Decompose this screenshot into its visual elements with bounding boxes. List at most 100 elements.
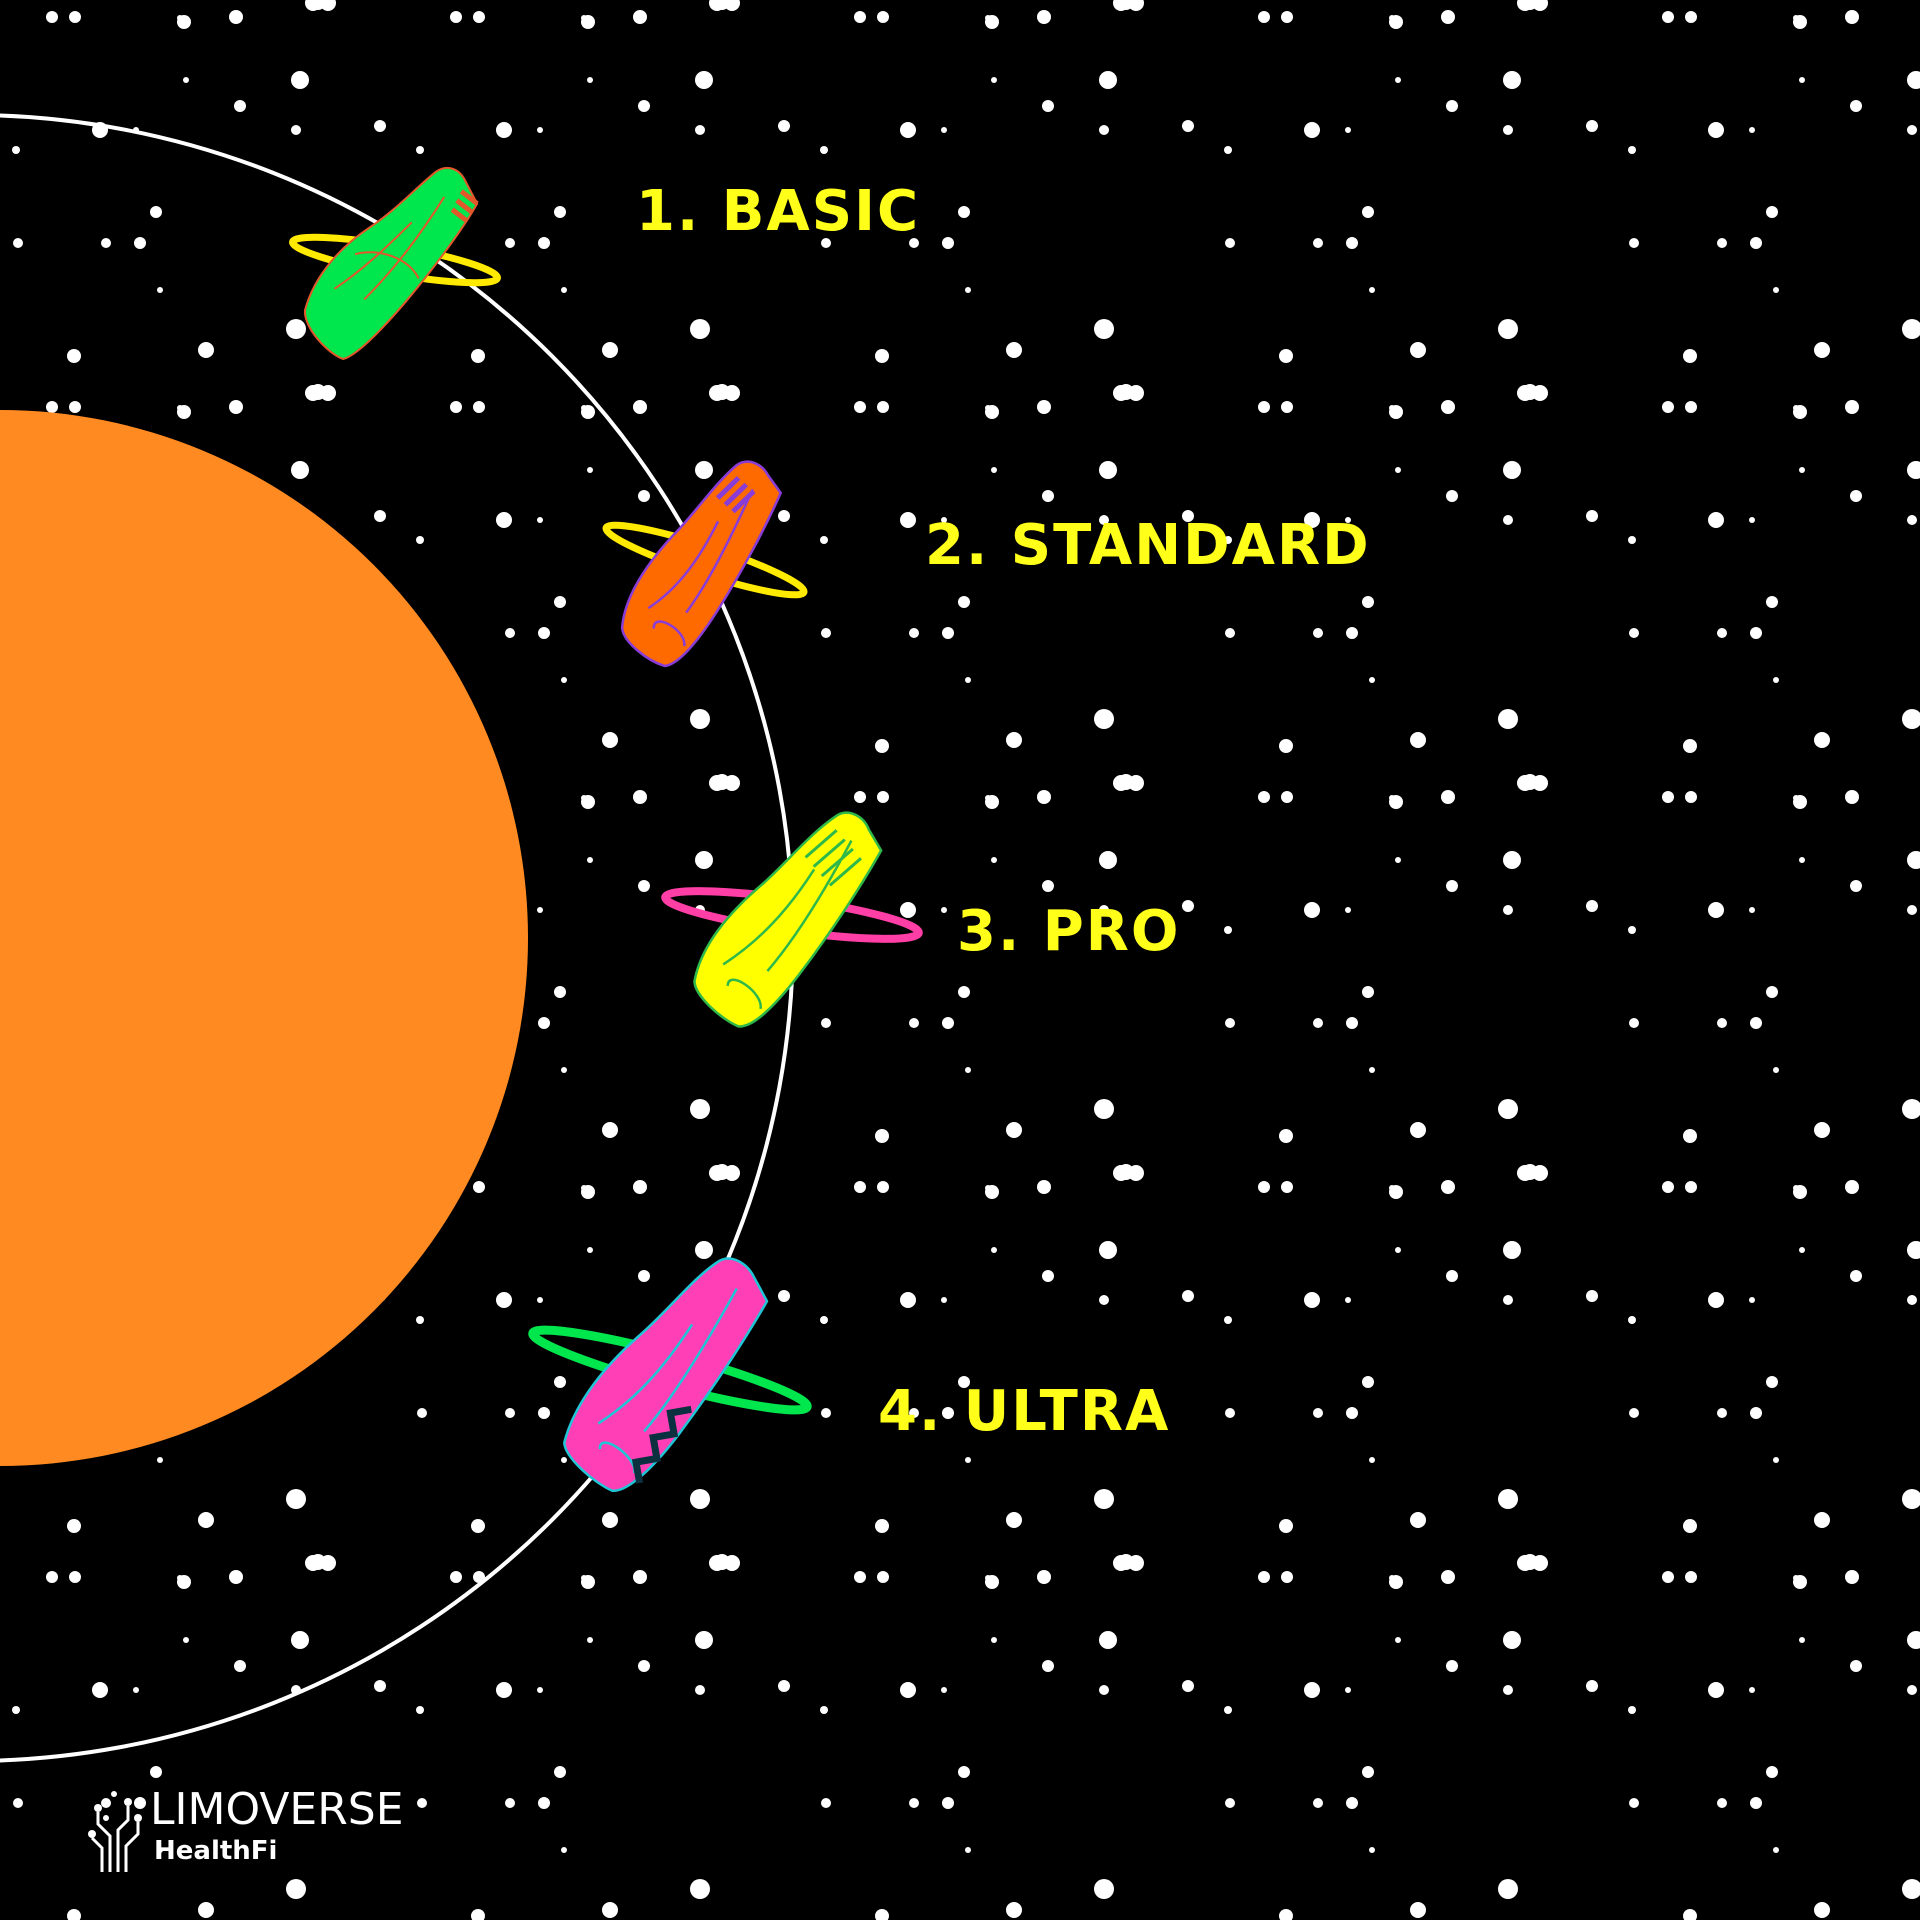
star: [177, 1575, 183, 1581]
star: [714, 774, 730, 790]
star: [198, 1902, 214, 1918]
star: [1773, 1067, 1779, 1073]
star: [1907, 125, 1917, 135]
star: [554, 596, 566, 608]
star: [778, 120, 790, 132]
ultra-shoe-icon: [528, 1257, 812, 1492]
star: [1369, 1847, 1375, 1853]
star: [291, 125, 301, 135]
star: [1629, 628, 1639, 638]
star: [877, 1571, 889, 1583]
star: [374, 120, 386, 132]
star: [1750, 1797, 1762, 1809]
star: [581, 1575, 587, 1581]
star: [1395, 1637, 1401, 1643]
star: [1503, 1295, 1513, 1305]
star: [1313, 1018, 1323, 1028]
star: [473, 11, 485, 23]
star: [1586, 1290, 1598, 1302]
star: [581, 405, 587, 411]
star: [234, 100, 246, 112]
star: [1182, 900, 1194, 912]
star: [714, 384, 730, 400]
star: [1750, 1407, 1762, 1419]
star: [1304, 902, 1320, 918]
star: [1907, 461, 1920, 479]
star: [554, 206, 566, 218]
star: [1037, 400, 1051, 414]
star: [496, 122, 512, 138]
star: [602, 732, 618, 748]
star: [1441, 790, 1455, 804]
star: [1503, 461, 1521, 479]
star: [1766, 1376, 1778, 1388]
star: [1281, 1181, 1293, 1193]
star: [1708, 1682, 1724, 1698]
star: [1902, 1099, 1920, 1119]
star: [198, 1512, 214, 1528]
star: [1717, 628, 1727, 638]
star: [1182, 1290, 1194, 1302]
star: [778, 1290, 790, 1302]
star: [1907, 1631, 1920, 1649]
star: [67, 1909, 81, 1920]
star: [1628, 1706, 1636, 1714]
star: [1006, 1902, 1022, 1918]
star: [157, 1847, 163, 1853]
star: [1799, 1247, 1805, 1253]
star: [1099, 905, 1109, 915]
star: [1094, 319, 1114, 339]
star: [1446, 880, 1458, 892]
star: [875, 1129, 889, 1143]
star: [821, 1018, 831, 1028]
star: [1369, 287, 1375, 293]
star: [1346, 1797, 1358, 1809]
star: [1793, 1575, 1799, 1581]
star: [1099, 1631, 1117, 1649]
star: [1304, 512, 1320, 528]
star: [1345, 1297, 1351, 1303]
star: [1766, 986, 1778, 998]
star: [602, 1512, 618, 1528]
star: [229, 400, 243, 414]
star: [1224, 1706, 1232, 1714]
star: [1099, 515, 1109, 525]
star: [820, 146, 828, 154]
star: [1749, 907, 1755, 913]
star: [1258, 791, 1270, 803]
star: [538, 627, 550, 639]
star: [695, 1241, 713, 1259]
star: [1094, 709, 1114, 729]
star: [417, 1798, 427, 1808]
star: [820, 536, 828, 544]
star: [1685, 1571, 1697, 1583]
star: [1446, 1270, 1458, 1282]
star: [1498, 1099, 1518, 1119]
star: [1042, 880, 1054, 892]
star: [1773, 1847, 1779, 1853]
star: [1118, 774, 1134, 790]
star: [496, 1292, 512, 1308]
star: [1281, 791, 1293, 803]
star: [985, 1185, 991, 1191]
star: [1094, 1099, 1114, 1119]
star: [537, 127, 543, 133]
tier-label-basic: 1. BASIC: [636, 184, 920, 240]
star: [1629, 1798, 1639, 1808]
star: [92, 1682, 108, 1698]
star: [538, 1797, 550, 1809]
star: [909, 628, 919, 638]
star: [1750, 1017, 1762, 1029]
star: [496, 1682, 512, 1698]
star: [587, 857, 593, 863]
star: [821, 1408, 831, 1418]
star: [12, 146, 20, 154]
star: [695, 71, 713, 89]
star: [1369, 677, 1375, 683]
star: [1708, 512, 1724, 528]
star: [1503, 1241, 1521, 1259]
star: [1410, 342, 1426, 358]
star: [1345, 1687, 1351, 1693]
star: [941, 127, 947, 133]
star: [67, 349, 81, 363]
